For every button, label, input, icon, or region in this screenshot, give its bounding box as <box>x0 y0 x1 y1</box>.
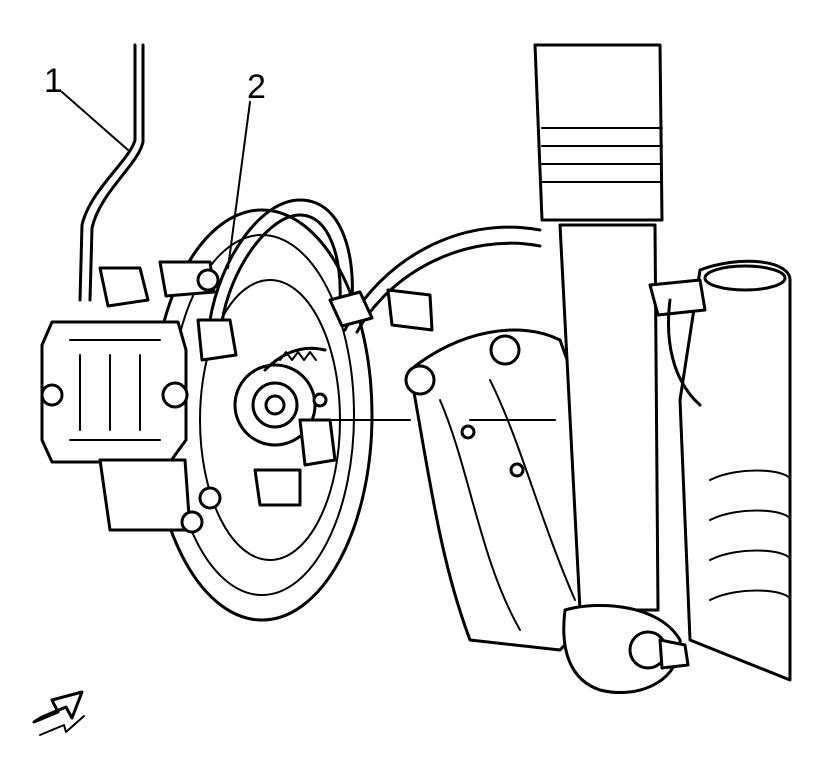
axle-spring <box>648 259 792 682</box>
sensor-wire <box>328 225 542 334</box>
shock-absorber <box>533 43 690 695</box>
trailing-arm <box>329 328 614 652</box>
brake-hose <box>98 198 354 362</box>
callout-leaders <box>61 91 251 269</box>
brake-caliper <box>40 320 192 532</box>
callout-number-2: 2 <box>247 68 266 106</box>
callout-number-1: 1 <box>44 62 63 100</box>
hub-mechanism <box>180 346 337 534</box>
brake-pipe <box>78 43 145 302</box>
view-direction-arrow-icon <box>32 690 85 736</box>
